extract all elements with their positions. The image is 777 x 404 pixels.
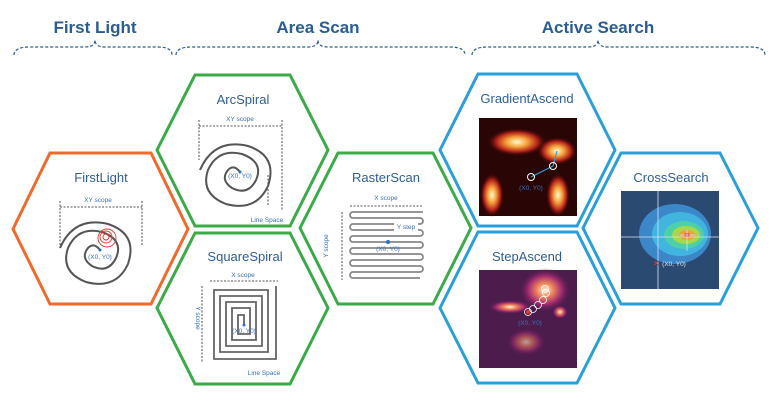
origin-cross-icon: ✕ [653,259,660,268]
svg-text:(X0, Y0): (X0, Y0) [518,320,542,327]
hex-squarespiral: SquareSpiral X scope Y scope (X0, Y0) Li… [155,231,330,386]
header-first-light: First Light [13,18,173,56]
svg-text:StepAscend: StepAscend [492,249,562,264]
svg-text:Line Space: Line Space [248,370,281,377]
gradient-heatmap [479,118,577,217]
svg-text:Area Scan: Area Scan [276,18,359,37]
red-spiral-icon [97,228,117,248]
hex-firstlight: FirstLight XY scope (X0, Y0) [11,151,190,306]
svg-text:Y step: Y step [397,224,416,231]
svg-text:ArcSpiral: ArcSpiral [217,92,270,107]
svg-text:(X0, Y0): (X0, Y0) [376,246,400,253]
svg-text:XY scope: XY scope [226,116,254,123]
step-heatmap [479,268,577,368]
hex-rasterscan: RasterScan X scope Y scope Y step (X0, Y… [298,151,473,306]
svg-text:FirstLight: FirstLight [74,170,128,185]
svg-text:(X0, Y0): (X0, Y0) [228,173,252,180]
svg-text:RasterScan: RasterScan [352,170,420,185]
hex-arcspiral: ArcSpiral XY scope (X0, Y0) Line Space [155,73,330,228]
svg-text:Active Search: Active Search [542,18,654,37]
svg-text:GradientAscend: GradientAscend [480,91,573,106]
svg-text:Y scope: Y scope [194,306,201,330]
svg-text:(X0, Y0): (X0, Y0) [88,254,112,261]
svg-text:CrossSearch: CrossSearch [633,170,708,185]
svg-text:SquareSpiral: SquareSpiral [207,249,282,264]
cross-contour-map [621,191,719,289]
svg-text:X scope: X scope [374,195,398,202]
svg-text:Line Space: Line Space [251,217,284,224]
svg-text:XY scope: XY scope [84,197,112,204]
header-area-scan: Area Scan [175,18,466,56]
svg-text:First Light: First Light [53,18,136,37]
hex-stepascend: StepAscend (X0, Y0) [438,230,617,385]
hex-gradientascend: GradientAscend (X0, Y0) [438,72,617,228]
svg-text:X scope: X scope [231,272,255,279]
svg-text:Y scope: Y scope [323,234,330,258]
header-active-search: Active Search [471,18,766,56]
svg-text:(X0, Y0): (X0, Y0) [662,261,686,268]
hex-crosssearch: CrossSearch ✕ (X0, Y0) [581,151,760,306]
svg-text:(X0, Y0): (X0, Y0) [232,328,256,335]
svg-text:(X0, Y0): (X0, Y0) [519,185,543,192]
